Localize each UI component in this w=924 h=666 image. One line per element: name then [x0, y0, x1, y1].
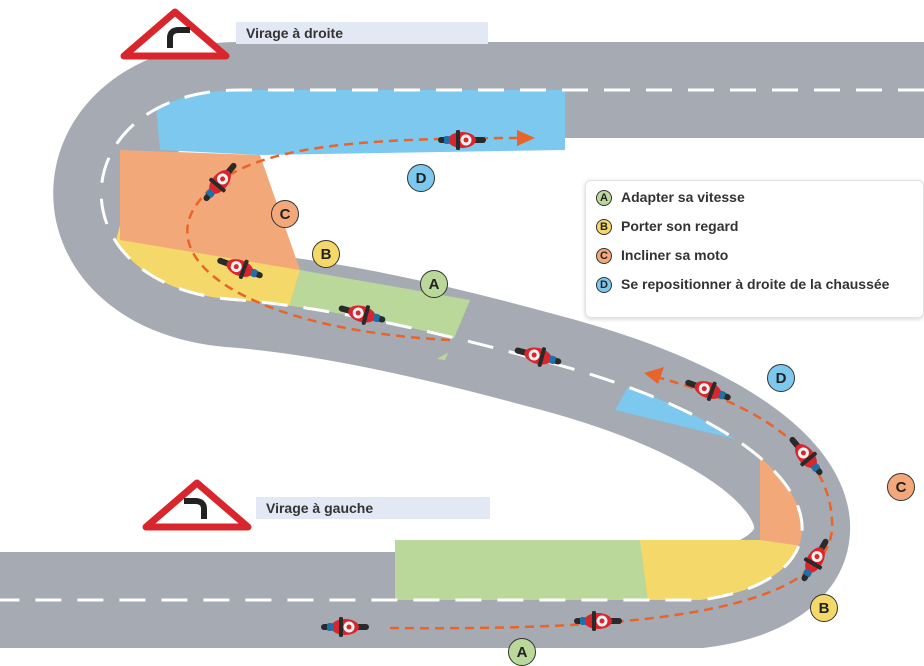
zone-badge-d-upper: D	[407, 164, 435, 192]
legend-item-a: A Adapter sa vitesse	[596, 190, 923, 206]
trajectory-arrowhead-lower	[644, 367, 664, 384]
zone-badge-b-upper: B	[312, 240, 340, 268]
zone-badge-c-upper: C	[271, 200, 299, 228]
right-curve-warning-sign-icon	[120, 8, 230, 60]
zone-d-upper	[150, 90, 565, 155]
center-lane-marking	[0, 88, 924, 602]
legend-text-a: Adapter sa vitesse	[621, 189, 745, 205]
zone-c-upper	[120, 150, 300, 270]
legend-badge-d: D	[596, 277, 612, 293]
legend-text-c: Incliner sa moto	[621, 247, 729, 263]
zone-badge-b-lower: B	[810, 594, 838, 622]
trajectory-arrowhead-upper	[517, 130, 535, 146]
zone-badge-a-upper: A	[420, 270, 448, 298]
legend: A Adapter sa vitesse B Porter son regard…	[585, 180, 924, 318]
legend-item-b: B Porter son regard	[596, 219, 923, 235]
sign-label-right-curve: Virage à droite	[236, 22, 488, 44]
legend-badge-c: C	[596, 248, 612, 264]
trajectory-upper	[186, 136, 521, 342]
legend-badge-b: B	[596, 219, 612, 235]
legend-text-d: Se repositionner à droite de la chaussée	[621, 276, 890, 292]
legend-item-c: C Incliner sa moto	[596, 248, 923, 264]
sign-label-left-curve: Virage à gauche	[256, 497, 490, 519]
legend-text-b: Porter son regard	[621, 218, 739, 234]
legend-badge-a: A	[596, 190, 612, 206]
zone-badge-d-lower: D	[767, 364, 795, 392]
zone-badge-a-lower: A	[508, 638, 536, 666]
zone-badge-c-lower: C	[887, 473, 915, 501]
zone-a-lower	[395, 540, 655, 600]
left-curve-warning-sign-icon	[142, 479, 252, 531]
legend-item-d: D Se repositionner à droite de la chauss…	[596, 277, 923, 293]
